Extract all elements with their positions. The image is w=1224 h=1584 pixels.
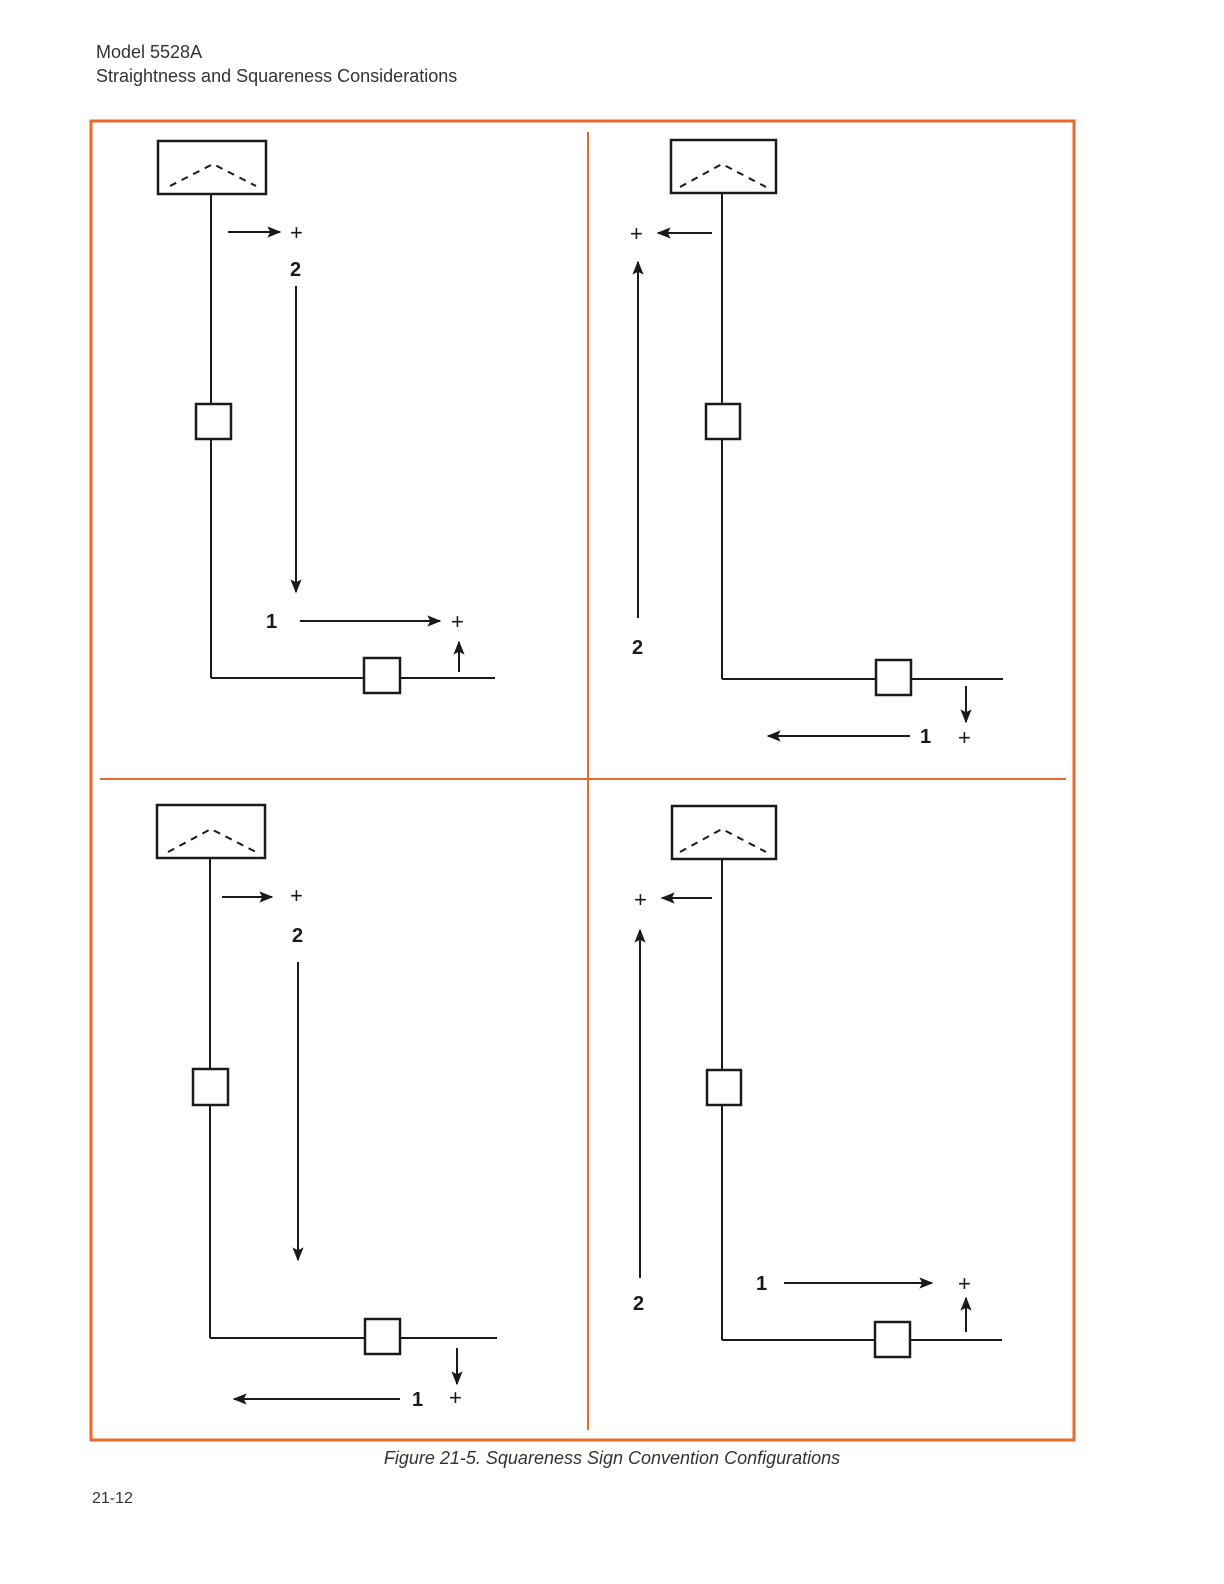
panel-top-right: + 2 1 +	[630, 140, 1003, 750]
page-number: 21-12	[92, 1490, 133, 1508]
plus-sign-bottom: +	[958, 1271, 971, 1296]
optic-vertical	[196, 404, 231, 439]
optic-horizontal	[365, 1319, 400, 1354]
label-1: 1	[920, 726, 931, 748]
plus-sign-top: +	[290, 883, 303, 908]
optic-horizontal	[364, 658, 400, 693]
optic-horizontal	[875, 1322, 910, 1357]
optic-horizontal	[876, 660, 911, 695]
label-1: 1	[756, 1273, 767, 1295]
laser-head	[672, 806, 776, 859]
plus-sign-bottom: +	[451, 609, 464, 634]
label-2: 2	[292, 925, 303, 947]
plus-sign-top: +	[630, 221, 643, 246]
panel-bottom-right: + 2 1 +	[633, 806, 1002, 1357]
label-1: 1	[412, 1389, 423, 1411]
optic-vertical	[706, 404, 740, 439]
optic-vertical	[707, 1070, 741, 1105]
laser-head	[158, 141, 266, 194]
plus-sign-top: +	[634, 887, 647, 912]
panel-bottom-left: + 2 1 +	[157, 805, 497, 1411]
label-1: 1	[266, 611, 277, 633]
label-2: 2	[290, 259, 301, 281]
plus-sign-bottom: +	[449, 1385, 462, 1410]
plus-sign-top: +	[290, 220, 303, 245]
panel-top-left: + 2 1 +	[158, 141, 495, 693]
label-2: 2	[632, 637, 643, 659]
figure-caption: Figure 21-5. Squareness Sign Convention …	[0, 1448, 1224, 1469]
label-2: 2	[633, 1293, 644, 1315]
figure-frame	[91, 121, 1074, 1440]
optic-vertical	[193, 1069, 228, 1105]
plus-sign-bottom: +	[958, 725, 971, 750]
